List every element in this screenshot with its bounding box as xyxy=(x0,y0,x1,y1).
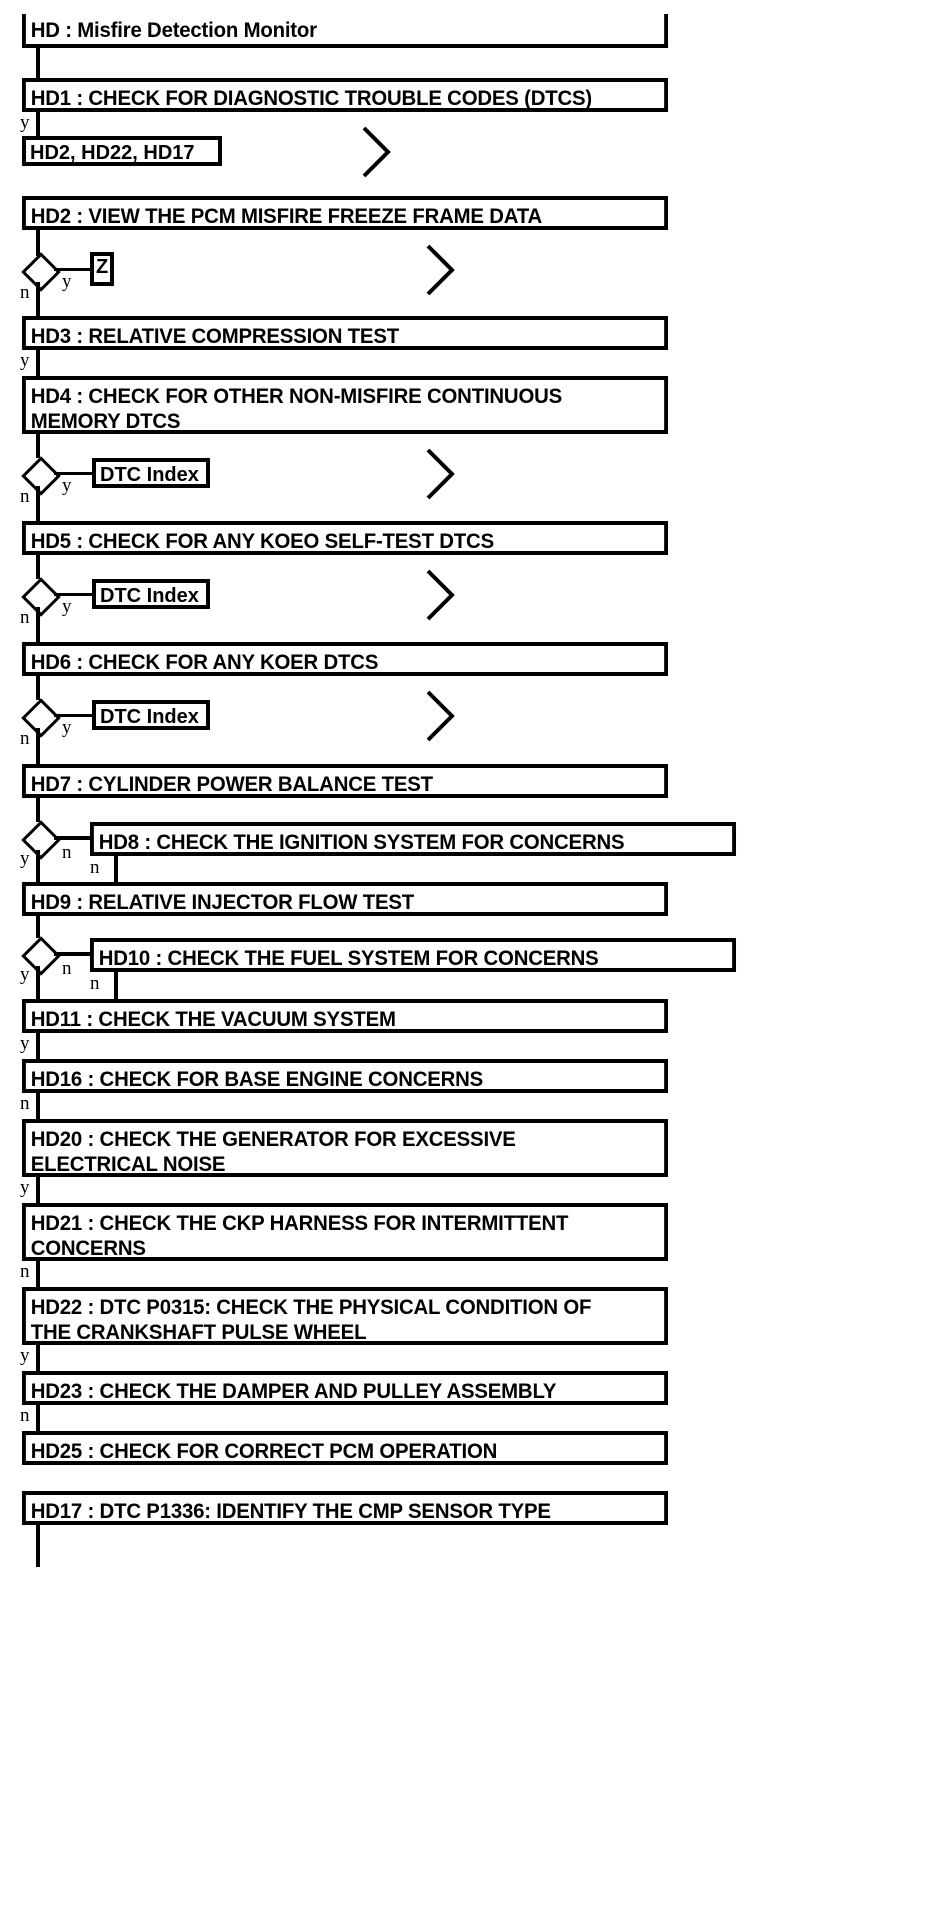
edge-hd2-y-to-z xyxy=(54,268,92,271)
node-hd21[interactable]: HD21 : CHECK THE CKP HARNESS FOR INTERMI… xyxy=(22,1203,669,1261)
edge-hd7-y-to-hd9 xyxy=(36,850,40,884)
edge-hd10-n-to-hd11 xyxy=(114,972,118,1000)
ref-hd2-hd22-hd17[interactable]: HD2, HD22, HD17 xyxy=(22,136,222,166)
node-hd25[interactable]: HD25 : CHECK FOR CORRECT PCM OPERATION xyxy=(22,1431,669,1465)
node-hd9[interactable]: HD9 : RELATIVE INJECTOR FLOW TEST xyxy=(22,882,669,916)
edge-hd9-n-to-hd10 xyxy=(54,952,94,956)
edge-hd2-down xyxy=(36,230,40,256)
goto-chevron-5 xyxy=(422,688,458,744)
branch-label-hd7-y: y xyxy=(20,848,30,869)
edge-hd7-n-to-hd8 xyxy=(54,836,94,840)
edge-hd2-n-to-hd3 xyxy=(36,282,40,318)
node-hd17[interactable]: HD17 : DTC P1336: IDENTIFY THE CMP SENSO… xyxy=(22,1491,669,1525)
edge-hd22-to-hd23 xyxy=(36,1345,40,1371)
edge-hd23-to-hd25 xyxy=(36,1405,40,1431)
node-hd3[interactable]: HD3 : RELATIVE COMPRESSION TEST xyxy=(22,316,669,350)
goto-chevron-2 xyxy=(422,242,458,298)
branch-label-hd1-y: y xyxy=(20,112,30,133)
edge-hd4-n-to-hd5 xyxy=(36,486,40,522)
branch-label-hd7-n: n xyxy=(62,842,72,863)
edge-hd5-down xyxy=(36,555,40,579)
edge-hd7-down xyxy=(36,798,40,822)
edge-hd-to-hd1 xyxy=(36,48,40,78)
node-hd10[interactable]: HD10 : CHECK THE FUEL SYSTEM FOR CONCERN… xyxy=(90,938,737,972)
edge-hd17-down xyxy=(36,1525,40,1567)
goto-chevron-1 xyxy=(358,124,394,180)
edge-hd9-down xyxy=(36,916,40,938)
ref-dtc-index-3[interactable]: DTC Index xyxy=(92,700,210,730)
edge-hd11-to-hd16 xyxy=(36,1033,40,1059)
edge-hd6-down xyxy=(36,676,40,700)
goto-chevron-3 xyxy=(422,446,458,502)
edge-hd8-n-to-hd9 xyxy=(114,856,118,884)
edge-hd6-n-to-hd7 xyxy=(36,728,40,764)
node-hd22[interactable]: HD22 : DTC P0315: CHECK THE PHYSICAL CON… xyxy=(22,1287,669,1345)
edge-hd16-to-hd20 xyxy=(36,1093,40,1119)
node-hd2[interactable]: HD2 : VIEW THE PCM MISFIRE FREEZE FRAME … xyxy=(22,196,669,230)
ref-dtc-index-1[interactable]: DTC Index xyxy=(92,458,210,488)
branch-label-hd3-y: y xyxy=(20,350,30,371)
edge-hd9-y-to-hd11 xyxy=(36,966,40,1000)
branch-label-hd22-y: y xyxy=(20,1345,30,1366)
edge-hd4-y-to-dtcindex xyxy=(54,472,94,475)
branch-label-hd9-y: y xyxy=(20,964,30,985)
edge-hd6-y-to-dtcindex xyxy=(54,714,94,717)
decision-hd2[interactable] xyxy=(21,252,61,292)
ref-dtc-index-2[interactable]: DTC Index xyxy=(92,579,210,609)
branch-label-hd20-y: y xyxy=(20,1177,30,1198)
branch-label-hd9-n: n xyxy=(62,958,72,979)
node-hd5[interactable]: HD5 : CHECK FOR ANY KOEO SELF-TEST DTCS xyxy=(22,521,669,555)
branch-label-hd5-n: n xyxy=(20,607,30,628)
node-hd16[interactable]: HD16 : CHECK FOR BASE ENGINE CONCERNS xyxy=(22,1059,669,1093)
node-hd4[interactable]: HD4 : CHECK FOR OTHER NON-MISFIRE CONTIN… xyxy=(22,376,669,434)
branch-label-hd2-y: y xyxy=(62,271,72,292)
branch-label-hd23-n: n xyxy=(20,1405,30,1426)
branch-label-hd4-y: y xyxy=(62,475,72,496)
node-hd23[interactable]: HD23 : CHECK THE DAMPER AND PULLEY ASSEM… xyxy=(22,1371,669,1405)
decision-hd4[interactable] xyxy=(21,456,61,496)
ref-z[interactable]: Z xyxy=(90,252,114,286)
branch-label-hd5-y: y xyxy=(62,596,72,617)
edge-hd5-y-to-dtcindex xyxy=(54,593,94,596)
goto-chevron-4 xyxy=(422,567,458,623)
edge-hd4-down xyxy=(36,434,40,458)
branch-label-hd8-n: n xyxy=(90,857,100,878)
branch-label-hd16-n: n xyxy=(20,1093,30,1114)
node-hd1[interactable]: HD1 : CHECK FOR DIAGNOSTIC TROUBLE CODES… xyxy=(22,78,669,112)
node-hd20[interactable]: HD20 : CHECK THE GENERATOR FOR EXCESSIVE… xyxy=(22,1119,669,1177)
node-hd11[interactable]: HD11 : CHECK THE VACUUM SYSTEM xyxy=(22,999,669,1033)
decision-hd6[interactable] xyxy=(21,698,61,738)
edge-hd21-to-hd22 xyxy=(36,1261,40,1287)
branch-label-hd6-n: n xyxy=(20,728,30,749)
branch-label-hd4-n: n xyxy=(20,486,30,507)
branch-label-hd2-n: n xyxy=(20,282,30,303)
decision-hd5[interactable] xyxy=(21,577,61,617)
branch-label-hd11-y: y xyxy=(20,1033,30,1054)
node-hd8[interactable]: HD8 : CHECK THE IGNITION SYSTEM FOR CONC… xyxy=(90,822,737,856)
node-hd6[interactable]: HD6 : CHECK FOR ANY KOER DTCS xyxy=(22,642,669,676)
branch-label-hd6-y: y xyxy=(62,717,72,738)
node-hd7[interactable]: HD7 : CYLINDER POWER BALANCE TEST xyxy=(22,764,669,798)
edge-hd1-to-ref1 xyxy=(36,112,40,138)
node-hd[interactable]: HD : Misfire Detection Monitor xyxy=(22,14,669,48)
branch-label-hd10-n: n xyxy=(90,973,100,994)
edge-hd20-to-hd21 xyxy=(36,1177,40,1203)
edge-hd3-to-hd4 xyxy=(36,350,40,376)
branch-label-hd21-n: n xyxy=(20,1261,30,1282)
edge-hd5-n-to-hd6 xyxy=(36,607,40,643)
